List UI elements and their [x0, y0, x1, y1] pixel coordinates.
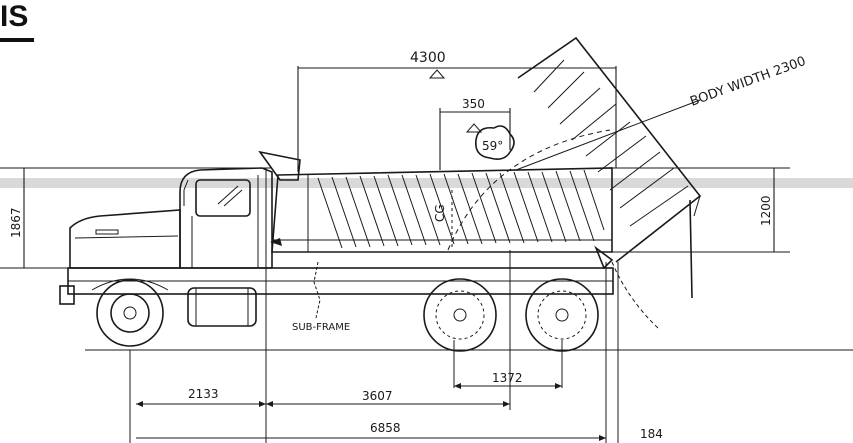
reference-lines: [129, 168, 619, 443]
dim-184-label: 184: [640, 427, 663, 441]
dim-4300-label: 4300: [410, 50, 446, 66]
dim-2133-label: 2133: [188, 387, 219, 401]
dimension-350: [439, 108, 511, 170]
angle-label: 59°: [482, 139, 503, 153]
dimension-1867: [0, 167, 272, 269]
dim-3607-label: 3607: [362, 389, 393, 403]
fuel-tank: [187, 287, 257, 327]
cab: [179, 167, 273, 269]
chassis-frame: [59, 267, 614, 305]
rear-wheel-1: [423, 278, 497, 352]
dimension-1372: [454, 383, 562, 389]
heading-underline: [0, 38, 34, 42]
tipped-body-outline: [447, 36, 702, 331]
body-width-label: BODY WIDTH 2300: [688, 54, 808, 110]
dimension-6858: [136, 435, 606, 441]
dimension-1200: [612, 167, 790, 253]
dim-350-label: 350: [462, 97, 485, 111]
dim-1372-label: 1372: [492, 371, 523, 385]
body-width-leader: [515, 99, 701, 171]
scan-band: [0, 178, 853, 188]
subframe-leader: [313, 261, 321, 319]
page-heading: IS: [0, 0, 29, 33]
dimension-4300: [297, 66, 617, 172]
subframe-label: SUB-FRAME: [292, 322, 350, 333]
front-wheel: [91, 278, 169, 347]
dim-6858-label: 6858: [370, 421, 401, 435]
engine-hood: [69, 209, 181, 269]
angle-marker: [474, 125, 515, 160]
dim-1200-label: 1200: [759, 195, 773, 226]
dimension-2133-3607: [136, 401, 510, 407]
dim-1867-label: 1867: [9, 207, 23, 238]
cg-label: CG: [433, 204, 447, 222]
